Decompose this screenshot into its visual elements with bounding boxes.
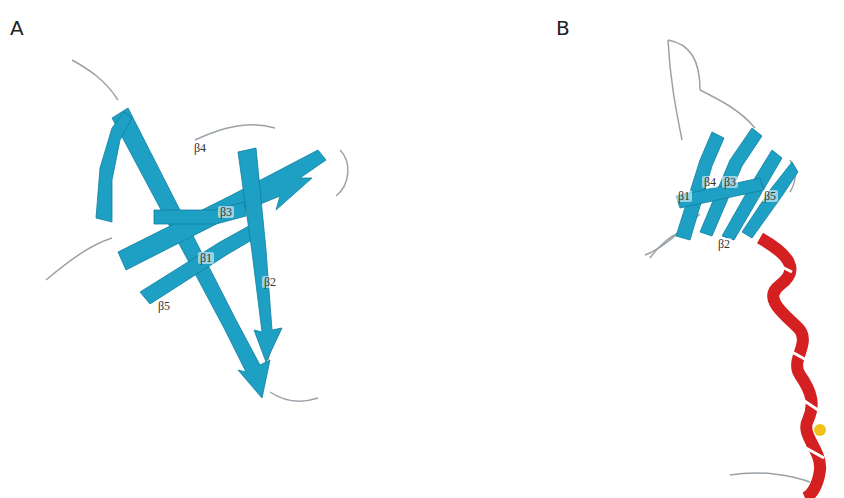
strand-label: β2	[716, 238, 732, 250]
beta-strands	[96, 108, 798, 398]
strand-label: β5	[762, 190, 778, 202]
strand-label: β5	[156, 300, 172, 312]
strand-label: β3	[722, 176, 738, 188]
strand-label: β4	[702, 176, 718, 188]
strand-label: β3	[218, 206, 234, 218]
strand-label: β2	[262, 276, 278, 288]
panel-letter: B	[556, 18, 570, 38]
strand-label: β1	[676, 190, 692, 202]
strand-label: β1	[198, 252, 214, 264]
strand-label: β4	[192, 142, 208, 154]
alpha-helix	[760, 238, 826, 498]
loop-coils	[46, 40, 810, 482]
panel-letter: A	[10, 18, 24, 38]
